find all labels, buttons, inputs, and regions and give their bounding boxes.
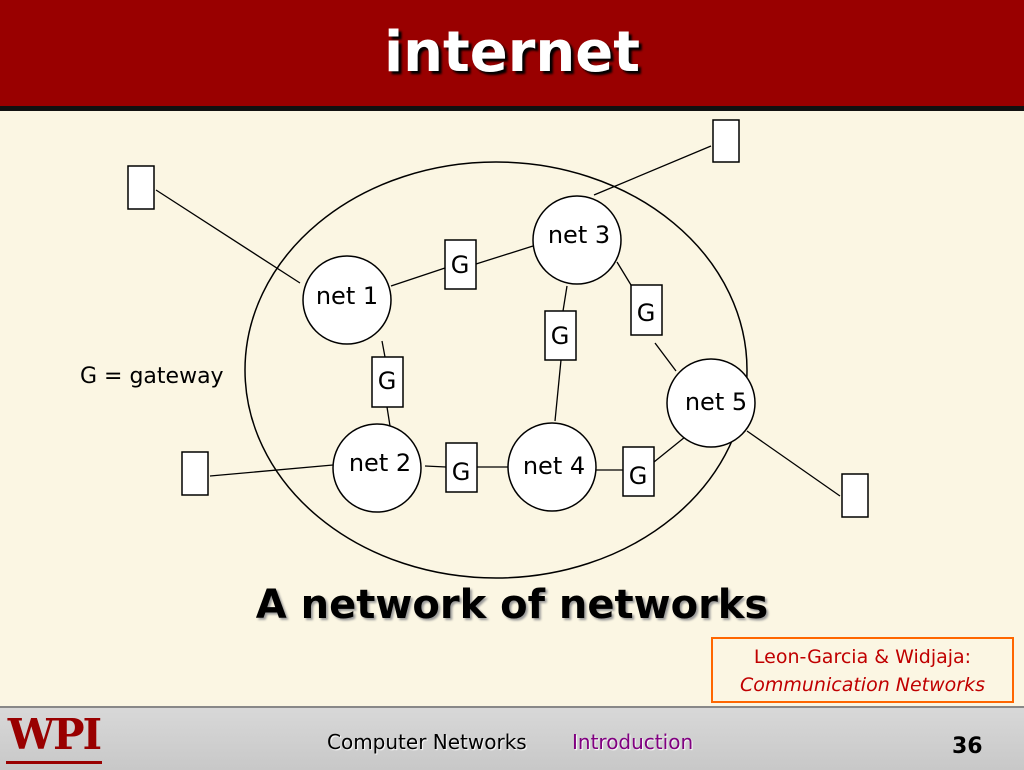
citation-box: Leon-Garcia & Widjaja: Communication Net… — [711, 637, 1014, 703]
slide-title: internet — [383, 20, 641, 85]
net1-node — [302, 255, 392, 345]
link-host-net3 — [593, 145, 712, 196]
link-host-net2 — [209, 464, 334, 477]
link-g4-net4 — [554, 359, 562, 422]
slide-tagline: A network of networks — [255, 582, 769, 628]
link-g2-net2 — [386, 406, 391, 427]
gateway-net3-net4-label: G — [551, 322, 570, 350]
citation-book: Communication Networks — [739, 674, 986, 696]
link-net1-g1 — [390, 267, 446, 287]
host-bottom-left — [181, 451, 209, 496]
citation-authors: Leon-Garcia & Widjaja: — [753, 646, 972, 668]
net5-label: net 5 — [685, 388, 747, 416]
gateway-net3-net4 — [544, 310, 577, 361]
footer-course: Computer Networks — [327, 730, 527, 754]
link-net2-g3 — [424, 465, 447, 468]
wpi-logo: WPI — [6, 710, 102, 764]
link-host-net1 — [155, 189, 301, 284]
net1-label: net 1 — [316, 282, 378, 310]
link-net1-g2 — [381, 340, 386, 358]
gateway-legend: G = gateway — [80, 364, 224, 389]
net5-node — [666, 358, 756, 448]
host-top-right — [712, 119, 740, 163]
net3-label: net 3 — [548, 221, 610, 249]
gateway-net3-net5 — [630, 284, 663, 336]
gateway-net4-net5 — [622, 446, 655, 497]
gateway-net4-net5-label: G — [629, 462, 648, 490]
link-g5-net5 — [654, 342, 677, 372]
net4-node — [507, 422, 597, 512]
link-host-net5 — [746, 430, 841, 497]
link-g6-net5 — [653, 436, 686, 463]
link-net3-g4 — [562, 285, 568, 312]
gateway-net1-net2 — [371, 356, 404, 408]
net4-label: net 4 — [523, 452, 585, 480]
title-bar — [0, 0, 1024, 111]
gateway-net2-net4-label: G — [452, 458, 471, 486]
host-top-left — [127, 165, 155, 210]
gateway-net1-net3-label: G — [451, 251, 470, 279]
page-number: 36 — [952, 734, 983, 759]
gateway-net1-net2-label: G — [378, 367, 397, 395]
net2-node — [332, 423, 422, 513]
internet-boundary — [244, 161, 748, 579]
net3-node — [532, 195, 622, 285]
net2-label: net 2 — [349, 449, 411, 477]
footer-topic: Introduction — [572, 730, 694, 754]
footer-bar — [0, 706, 1024, 770]
gateway-net3-net5-label: G — [637, 299, 656, 327]
link-net3-g5 — [616, 261, 632, 286]
gateway-net2-net4 — [445, 442, 478, 493]
link-g1-net3 — [475, 245, 534, 265]
host-bottom-right — [841, 473, 869, 518]
gateway-net1-net3 — [444, 239, 477, 290]
